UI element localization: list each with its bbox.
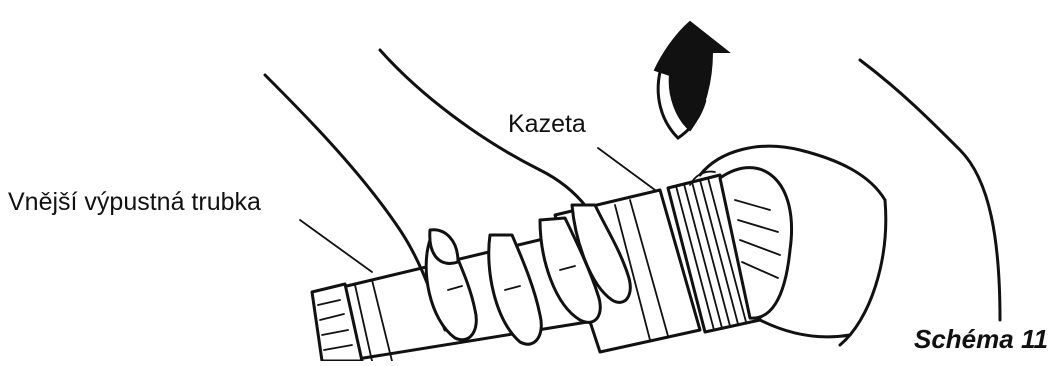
leader-outlet <box>300 220 372 272</box>
leader-cartridge <box>598 148 655 190</box>
label-outlet-tube: Vnější výpustná trubka <box>8 188 261 217</box>
label-cartridge: Kazeta <box>508 110 586 139</box>
figure-label: Schéma 11 <box>914 324 1048 355</box>
curved-arrow-up-icon <box>655 22 728 138</box>
